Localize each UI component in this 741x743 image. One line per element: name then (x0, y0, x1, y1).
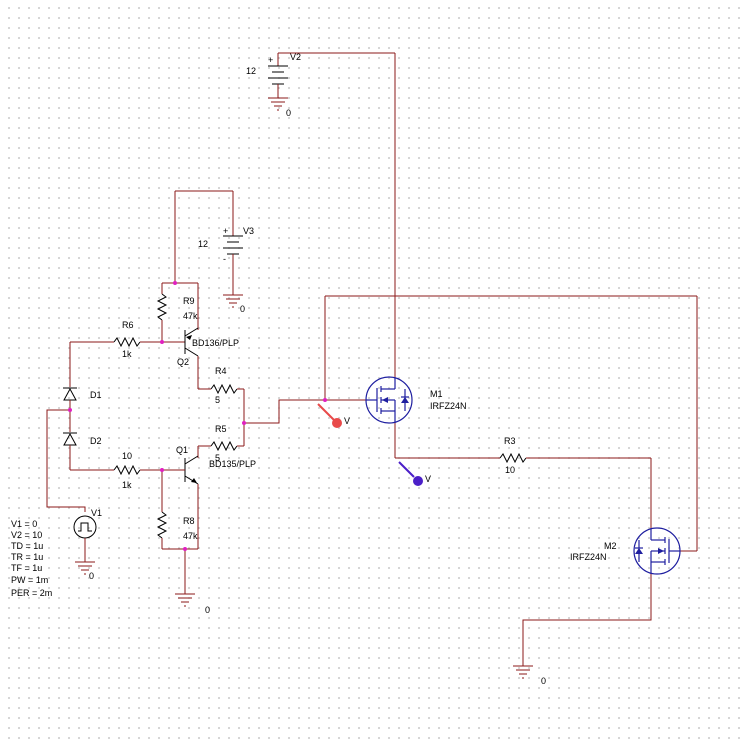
arrow-icon (382, 397, 388, 403)
resistor-r5[interactable]: R5 5 (198, 424, 244, 463)
v1-name: V1 (91, 508, 102, 518)
probe-label: V (425, 474, 431, 484)
arrow-icon (186, 335, 192, 340)
probe-label: V (344, 416, 350, 426)
ground-symbol-q1: 0 (175, 593, 210, 615)
r10-value: 1k (122, 480, 132, 490)
v1-param: PER = 2m (11, 588, 52, 598)
minus-sign: - (223, 254, 226, 264)
r5-value: 5 (215, 453, 220, 463)
mosfet-m2[interactable]: M2 IRFZ24N (570, 527, 681, 575)
ground-label-m2: 0 (541, 676, 546, 686)
wire-v1 (46, 409, 86, 512)
v3-value: 12 (198, 239, 208, 249)
junction-dots (68, 281, 327, 551)
diode-d1[interactable]: D1 (63, 387, 102, 401)
v1-param: V1 = 0 (11, 519, 37, 529)
r9-name: R9 (183, 296, 195, 306)
ground-symbol-v3: 0 (223, 294, 245, 314)
q1-model: BD135/PLP (209, 459, 256, 469)
resistor-r4[interactable]: R4 5 (198, 366, 244, 405)
arrow-icon (191, 478, 197, 483)
plus-sign: + (223, 226, 228, 236)
r8-name: R8 (183, 516, 195, 526)
body-diode-icon (635, 548, 643, 554)
v1-param: TD = 1u (11, 541, 43, 551)
m1-name: M1 (430, 389, 443, 399)
r4-name: R4 (215, 366, 227, 376)
v1-param: V2 = 10 (11, 530, 42, 540)
v2-name: V2 (290, 52, 301, 62)
m2-name: M2 (604, 541, 617, 551)
v3-source[interactable]: + - V3 12 (175, 190, 254, 295)
ground-label-v1: 0 (89, 571, 94, 581)
r6-name: R6 (122, 320, 134, 330)
transistor-q2[interactable]: BD136/PLP Q2 (177, 327, 239, 367)
d1-name: D1 (90, 390, 102, 400)
plus-sign: + (268, 55, 273, 65)
v2-value: 12 (246, 66, 256, 76)
transistor-q1[interactable]: Q1 BD135/PLP (176, 445, 256, 485)
v1-param: TR = 1u (11, 552, 43, 562)
voltage-probe-gate[interactable]: V (317, 403, 350, 428)
resistor-r6[interactable]: R6 1k (70, 320, 185, 359)
r5-name: R5 (215, 424, 227, 434)
body-diode-icon (401, 397, 409, 403)
voltage-probe-source[interactable]: V (398, 461, 431, 486)
r4-value: 5 (215, 395, 220, 405)
r10-name: 10 (122, 451, 132, 461)
r3-value: 10 (505, 465, 515, 475)
v1-param: TF = 1u (11, 563, 42, 573)
v1-pulse-source[interactable]: V1 (73, 508, 102, 539)
ground-symbol-m2: 0 (513, 665, 546, 686)
r8-value: 47k (183, 531, 198, 541)
wire-m2-source (522, 574, 652, 666)
resistor-r10[interactable]: 10 1k (70, 451, 185, 490)
v2-source[interactable]: + V2 12 (246, 52, 395, 98)
r6-value: 1k (122, 349, 132, 359)
resistor-r3[interactable]: R3 10 (499, 436, 651, 475)
ground-label-v3: 0 (240, 304, 245, 314)
wire-to-m1-gate (244, 399, 366, 424)
v1-params: V1 = 0 V2 = 10 TD = 1u TR = 1u TF = 1u P… (11, 519, 52, 598)
v1-param: PW = 1m (11, 575, 48, 585)
m1-model: IRFZ24N (430, 401, 467, 411)
ground-label-q1: 0 (205, 605, 210, 615)
arrow-icon (658, 548, 664, 554)
r3-name: R3 (504, 436, 516, 446)
resistor-r9[interactable]: R9 47k (156, 283, 198, 342)
q1-name: Q1 (176, 445, 188, 455)
pulse-wave-icon (78, 522, 92, 532)
diode-d2[interactable]: D2 (63, 432, 102, 446)
q2-name: Q2 (177, 357, 189, 367)
ground-symbol-v1: 0 (75, 561, 95, 581)
ground-label-v2: 0 (286, 108, 291, 118)
ground-symbol-v2: 0 (268, 97, 291, 118)
v3-name: V3 (243, 226, 254, 236)
r9-value: 47k (183, 311, 198, 321)
resistor-r8[interactable]: R8 47k (156, 470, 198, 549)
m2-model: IRFZ24N (570, 552, 607, 562)
mosfet-m1[interactable]: M1 IRFZ24N (365, 376, 467, 424)
d2-name: D2 (90, 436, 102, 446)
q2-model: BD136/PLP (192, 338, 239, 348)
